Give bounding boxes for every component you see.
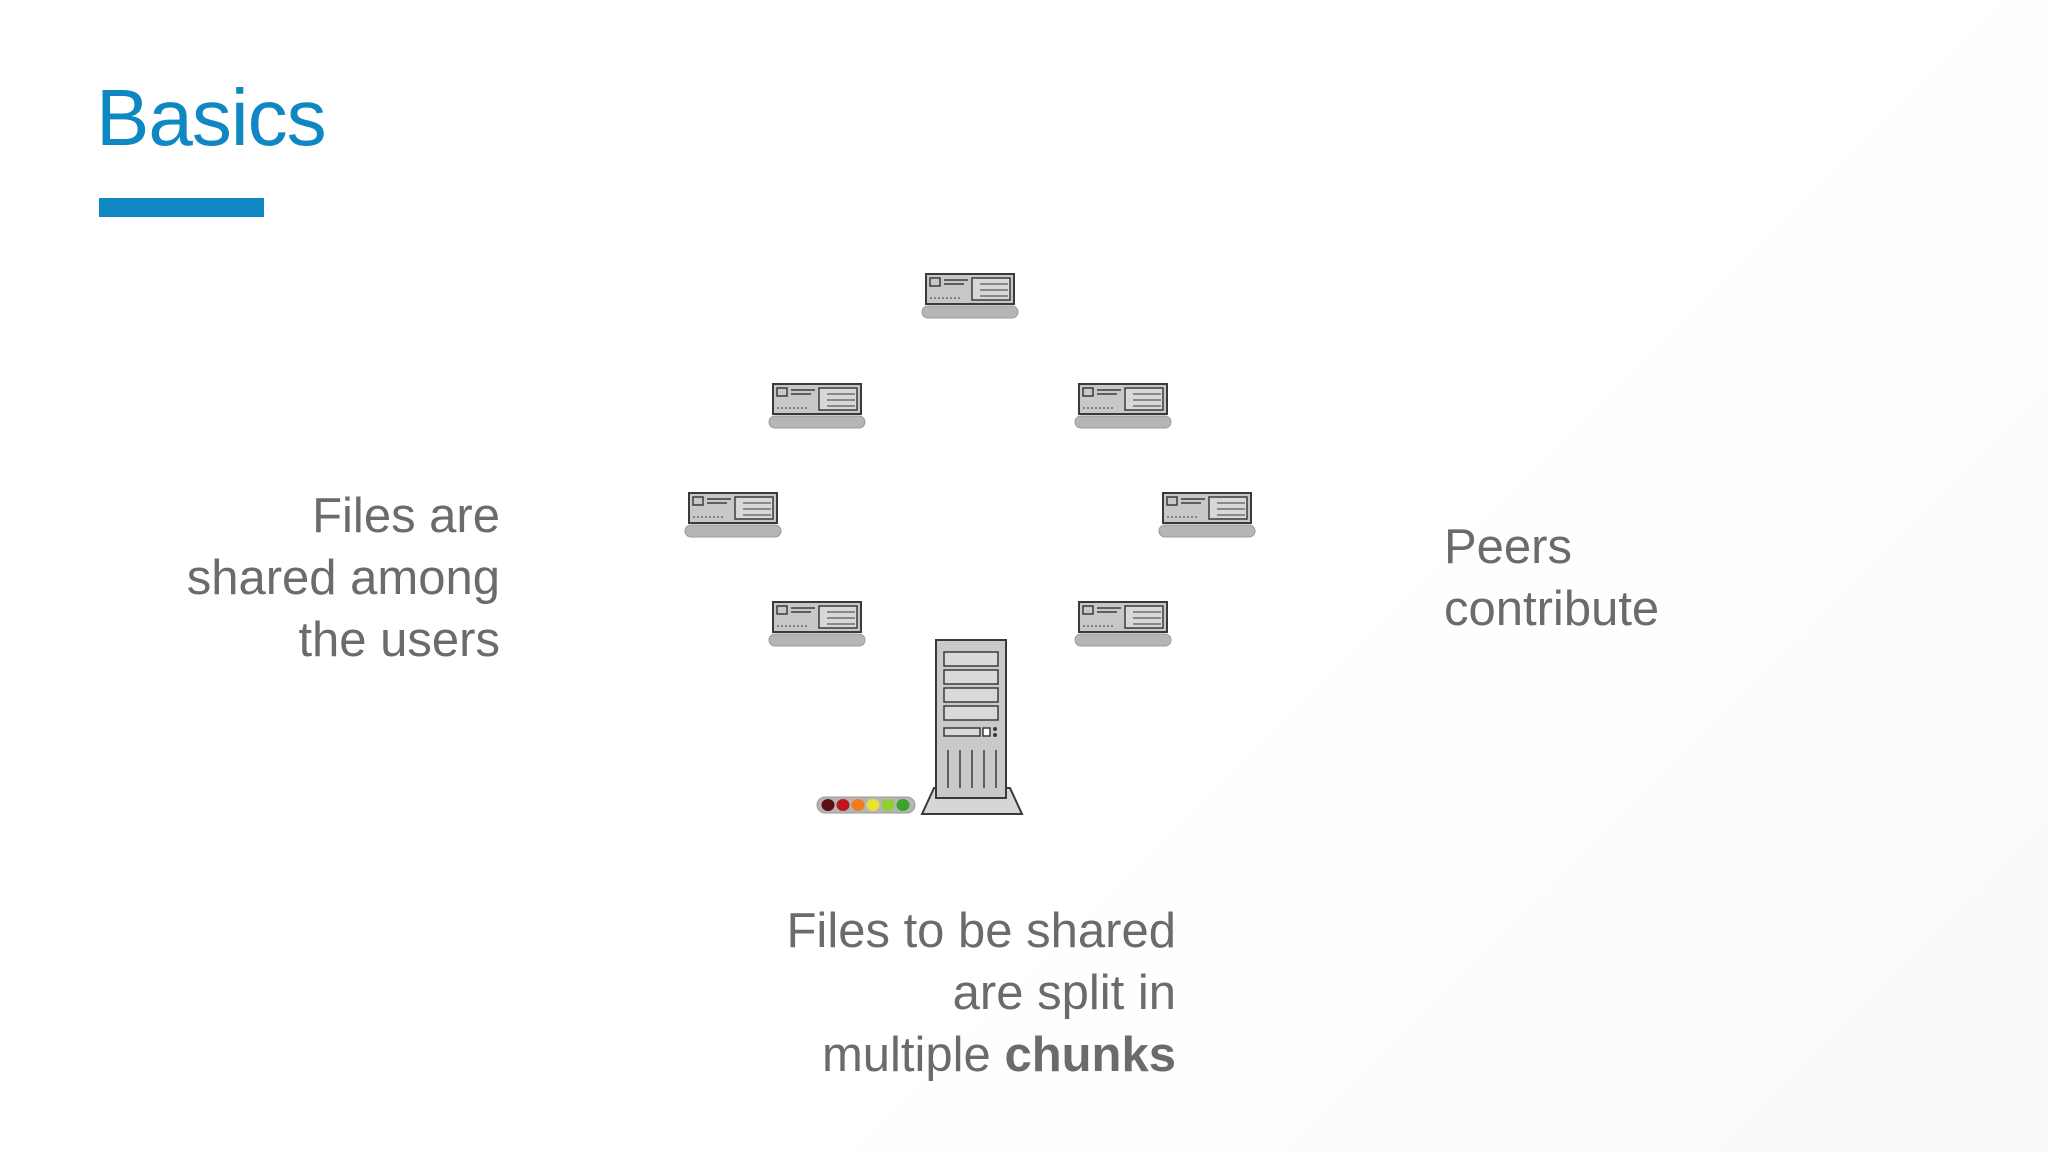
right-caption-line: Peers (1444, 520, 1573, 574)
file-chunk (821, 799, 835, 811)
file-chunk (881, 799, 895, 811)
peer-computer-icon (1158, 492, 1256, 538)
bottom-caption-line: multiple chunks (787, 1024, 1176, 1086)
file-chunks (821, 799, 910, 811)
left-caption-line: shared among (186, 551, 500, 605)
file-chunk (896, 799, 910, 811)
left-caption: Files are shared among the users (187, 485, 500, 671)
peer-computer-icon (684, 492, 782, 538)
bottom-caption-line: are split in (952, 966, 1176, 1020)
file-chunks-bar (816, 796, 916, 814)
chunks-emphasis: chunks (1004, 1028, 1176, 1082)
right-caption: Peers contribute (1444, 516, 1659, 640)
bottom-caption: Files to be shared are split in multiple… (787, 900, 1177, 1086)
peer-computer-icon (1074, 383, 1172, 429)
slide-title: Basics (96, 73, 327, 162)
file-chunk (851, 799, 865, 811)
bottom-caption-prefix: multiple (821, 1028, 1005, 1082)
title-underline (99, 198, 264, 217)
peer-computer-icon (768, 601, 866, 647)
peer-computer-icon (1074, 601, 1172, 647)
peer-computer-icon (768, 383, 866, 429)
tower-server-icon (920, 639, 1024, 815)
file-chunk (836, 799, 850, 811)
peer-computer-icon (921, 273, 1019, 319)
bottom-caption-line: Files to be shared (786, 904, 1177, 958)
file-chunk (866, 799, 880, 811)
right-caption-line: contribute (1444, 582, 1660, 636)
left-caption-line: Files are (312, 489, 500, 543)
left-caption-line: the users (298, 613, 500, 667)
